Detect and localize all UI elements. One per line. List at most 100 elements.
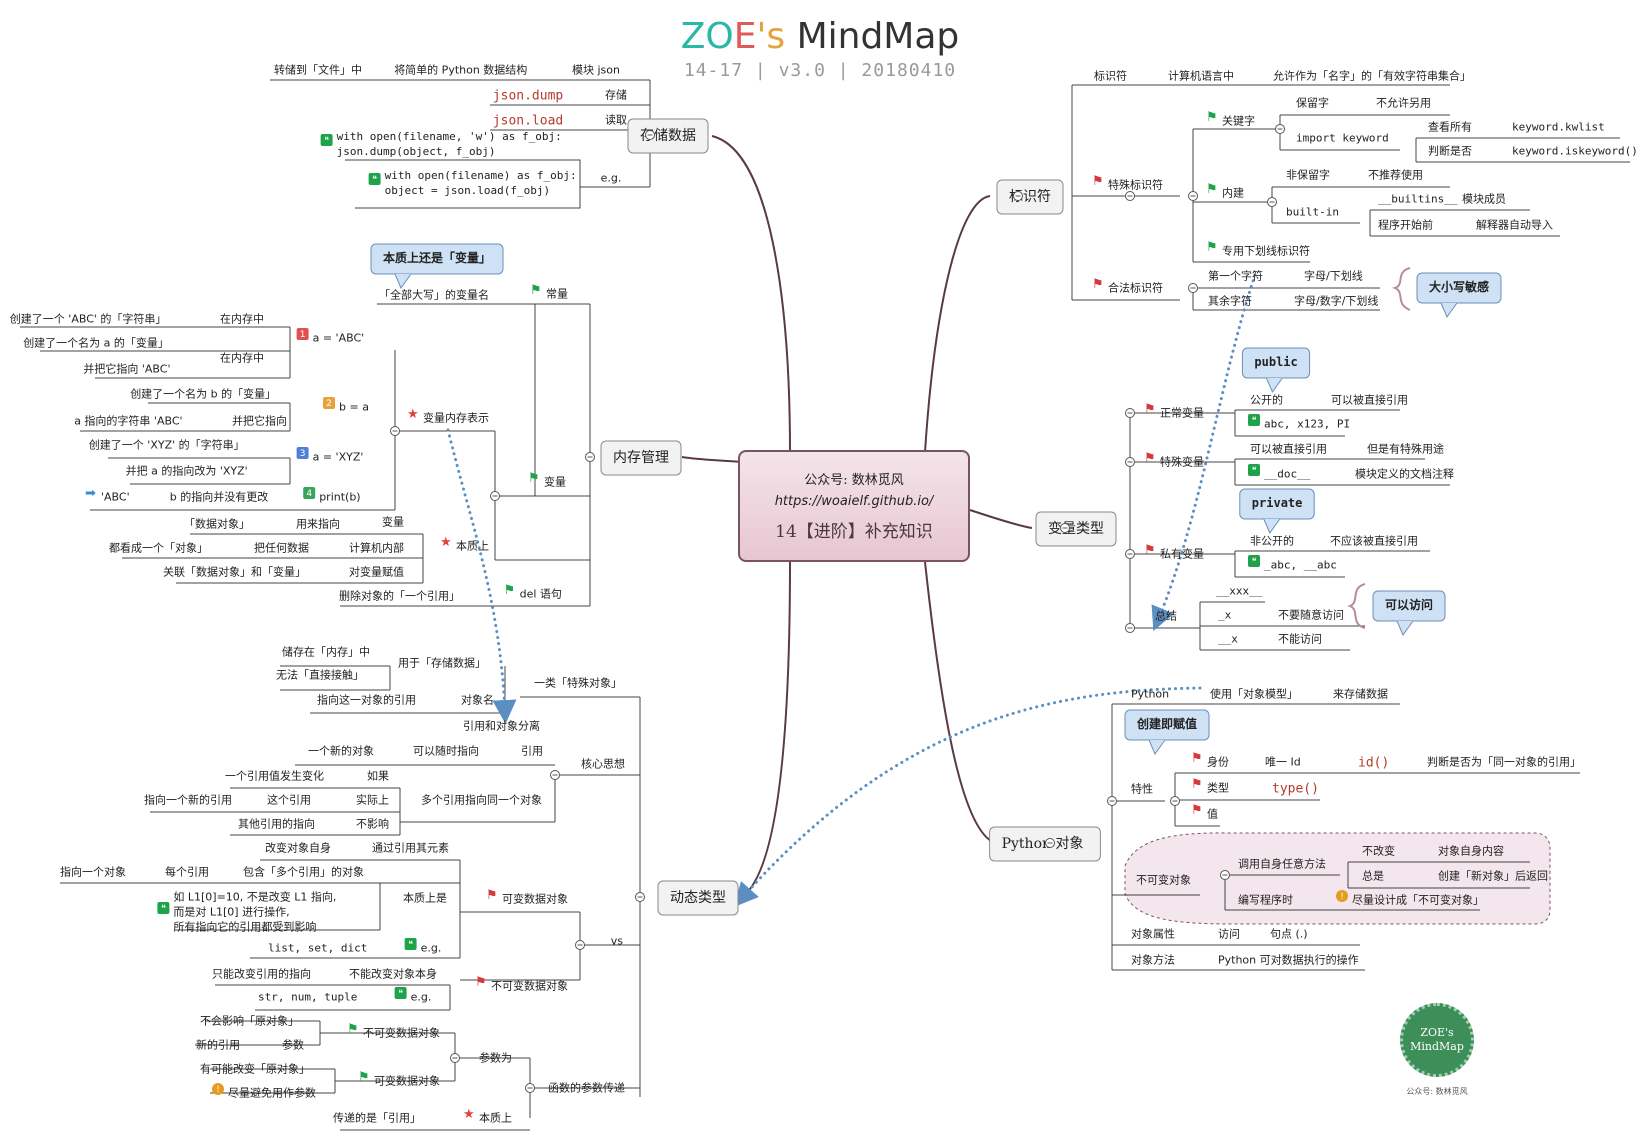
node-i2[interactable]: 计算机语言中 bbox=[1168, 69, 1234, 83]
node-p18[interactable]: 创建「新对象」后返回 bbox=[1438, 869, 1548, 883]
node-b2[interactable]: 内存管理 bbox=[600, 440, 682, 476]
node-v19[interactable]: 不要随意访问 bbox=[1278, 608, 1344, 622]
node-b6[interactable]: Python 对象 bbox=[989, 826, 1101, 862]
node-p19[interactable]: 编写程序时 bbox=[1238, 893, 1293, 907]
node-m8[interactable]: 创建了一个 'ABC' 的「字符串」 bbox=[10, 312, 167, 326]
node-p22[interactable]: 访问 bbox=[1218, 928, 1240, 941]
node-m32[interactable]: 删除对象的「一个引用」 bbox=[339, 589, 460, 603]
node-m23[interactable]: 变量 bbox=[382, 515, 404, 529]
node-d31[interactable]: ⚑不可变数据对象 bbox=[475, 975, 568, 993]
node-p21[interactable]: 对象属性 bbox=[1131, 927, 1175, 941]
node-v1[interactable]: ⚑正常变量 bbox=[1144, 402, 1204, 420]
node-i1[interactable]: 标识符 bbox=[1094, 69, 1127, 83]
node-d9[interactable]: 引用 bbox=[521, 744, 543, 758]
node-i16[interactable]: built-in bbox=[1286, 206, 1339, 219]
node-v4[interactable]: 可以被直接引用 bbox=[1331, 393, 1408, 407]
node-v6[interactable]: ⚑特殊变量 bbox=[1144, 451, 1204, 469]
node-m3[interactable]: 本质上还是「变量」 bbox=[370, 243, 504, 290]
node-d33[interactable]: 只能改变引用的指向 bbox=[212, 967, 311, 981]
node-m4[interactable]: ⚑变量 bbox=[528, 471, 566, 489]
node-d21[interactable]: ⚑可变数据对象 bbox=[486, 888, 568, 906]
node-i25[interactable]: 其余字符 bbox=[1208, 294, 1252, 308]
node-d10[interactable]: 可以随时指向 bbox=[413, 744, 479, 758]
node-v2[interactable]: public bbox=[1241, 347, 1311, 394]
node-d2[interactable]: 用于「存储数据」 bbox=[398, 656, 486, 670]
node-m30[interactable]: 关联「数据对象」和「变量」 bbox=[163, 565, 306, 579]
node-i26[interactable]: 字母/数字/下划线 bbox=[1294, 294, 1378, 308]
node-i15[interactable]: 不推荐使用 bbox=[1368, 168, 1423, 182]
node-i11[interactable]: 判断是否 bbox=[1428, 144, 1472, 158]
node-m5[interactable]: ★变量内存表示 bbox=[407, 407, 489, 425]
node-d46[interactable]: 传递的是「引用」 bbox=[333, 1111, 421, 1125]
node-d16[interactable]: 这个引用 bbox=[267, 793, 311, 807]
node-v7[interactable]: 可以被直接引用 bbox=[1250, 442, 1327, 456]
node-m1[interactable]: ⚑常量 bbox=[530, 283, 568, 301]
node-p8[interactable]: id() bbox=[1358, 756, 1389, 771]
node-m21[interactable]: ➡'ABC' bbox=[85, 486, 130, 504]
node-d30[interactable]: list, set, dict bbox=[268, 942, 367, 955]
node-i4[interactable]: ⚑特殊标识符 bbox=[1092, 174, 1163, 192]
node-d15[interactable]: 实际上 bbox=[356, 793, 389, 807]
node-m27[interactable]: 把任何数据 bbox=[254, 541, 309, 555]
node-d20[interactable]: vs bbox=[611, 935, 624, 948]
node-p2[interactable]: 使用「对象模型」 bbox=[1210, 687, 1298, 701]
node-m15[interactable]: a 指向的字符串 'ABC' bbox=[74, 414, 182, 428]
node-d23[interactable]: 改变对象自身 bbox=[265, 841, 331, 855]
node-v14[interactable]: 不应该被直接引用 bbox=[1330, 534, 1418, 548]
node-m14[interactable]: 并把它指向 bbox=[232, 414, 287, 428]
node-d45[interactable]: ★本质上 bbox=[463, 1107, 512, 1125]
node-m7[interactable]: 在内存中 bbox=[220, 312, 264, 326]
node-i12[interactable]: keyword.iskeyword() bbox=[1512, 145, 1638, 158]
node-s2[interactable]: 将简单的 Python 数据结构 bbox=[394, 63, 527, 77]
node-p10[interactable]: ⚑类型 bbox=[1191, 777, 1229, 795]
node-m28[interactable]: 都看成一个「对象」 bbox=[109, 541, 208, 555]
node-d3[interactable]: 储存在「内存」中 bbox=[282, 645, 370, 659]
node-p5[interactable]: 特性 bbox=[1131, 782, 1153, 796]
node-s7[interactable]: json.load bbox=[493, 114, 563, 129]
node-v22[interactable]: 可以访问 bbox=[1372, 590, 1446, 637]
node-i21[interactable]: ⚑专用下划线标识符 bbox=[1206, 240, 1310, 258]
node-d37[interactable]: 参数为 bbox=[479, 1051, 512, 1065]
node-d19[interactable]: 其他引用的指向 bbox=[238, 817, 315, 831]
node-v3[interactable]: 公开的 bbox=[1250, 393, 1283, 407]
node-p20[interactable]: !尽量设计成「不可变对象」 bbox=[1336, 890, 1484, 907]
node-p6[interactable]: ⚑身份 bbox=[1191, 751, 1229, 769]
node-p24[interactable]: 对象方法 bbox=[1131, 953, 1175, 967]
node-b4[interactable]: 标识符 bbox=[996, 179, 1064, 215]
node-i13[interactable]: ⚑内建 bbox=[1206, 182, 1244, 200]
node-v8[interactable]: 但是有特殊用途 bbox=[1367, 442, 1444, 456]
node-d34[interactable]: ❝e.g. bbox=[394, 987, 432, 1004]
node-p13[interactable]: 不可变对象 bbox=[1136, 873, 1191, 887]
node-p12[interactable]: ⚑值 bbox=[1191, 803, 1218, 821]
node-p1[interactable]: Python bbox=[1131, 688, 1169, 701]
node-d40[interactable]: 参数 bbox=[282, 1038, 304, 1052]
node-s4[interactable]: 存储 bbox=[605, 88, 627, 102]
node-d5[interactable]: 对象名 bbox=[461, 693, 494, 707]
node-v20[interactable]: __x bbox=[1218, 633, 1238, 646]
node-v5[interactable]: ❝abc, x123, PI bbox=[1248, 414, 1350, 431]
central-topic[interactable]: 公众号: 数林觅风 https://woaielf.github.io/ 14【… bbox=[738, 450, 970, 562]
node-m9[interactable]: 在内存中 bbox=[220, 351, 264, 365]
node-m18[interactable]: 并把 a 的指向改为 'XYZ' bbox=[126, 464, 248, 478]
node-d27[interactable]: 指向一个对象 bbox=[60, 865, 126, 879]
node-m29[interactable]: 对变量赋值 bbox=[349, 565, 404, 579]
node-m24[interactable]: 用来指向 bbox=[296, 517, 340, 531]
node-d13[interactable]: 如果 bbox=[367, 769, 389, 783]
node-d22[interactable]: 通过引用其元素 bbox=[372, 841, 449, 855]
node-v18[interactable]: _x bbox=[1218, 609, 1232, 622]
node-v21[interactable]: 不能访问 bbox=[1278, 632, 1322, 646]
node-s10[interactable]: ❝with open(filename) as f_obj: object = … bbox=[368, 169, 577, 197]
node-i18[interactable]: 模块成员 bbox=[1462, 193, 1506, 206]
node-d39[interactable]: 不会影响「原对象」 bbox=[200, 1014, 299, 1028]
node-p25[interactable]: Python 可对数据执行的操作 bbox=[1218, 953, 1359, 967]
node-i24[interactable]: 字母/下划线 bbox=[1304, 269, 1363, 283]
node-d17[interactable]: 指向一个新的引用 bbox=[144, 793, 232, 807]
node-v11[interactable]: ⚑私有变量 bbox=[1144, 543, 1204, 561]
node-d24[interactable]: 本质上是 bbox=[403, 891, 447, 905]
node-i17[interactable]: __builtins__ bbox=[1378, 193, 1458, 206]
node-s3[interactable]: 转储到「文件」中 bbox=[274, 63, 362, 77]
node-s6[interactable]: 读取 bbox=[605, 113, 627, 127]
